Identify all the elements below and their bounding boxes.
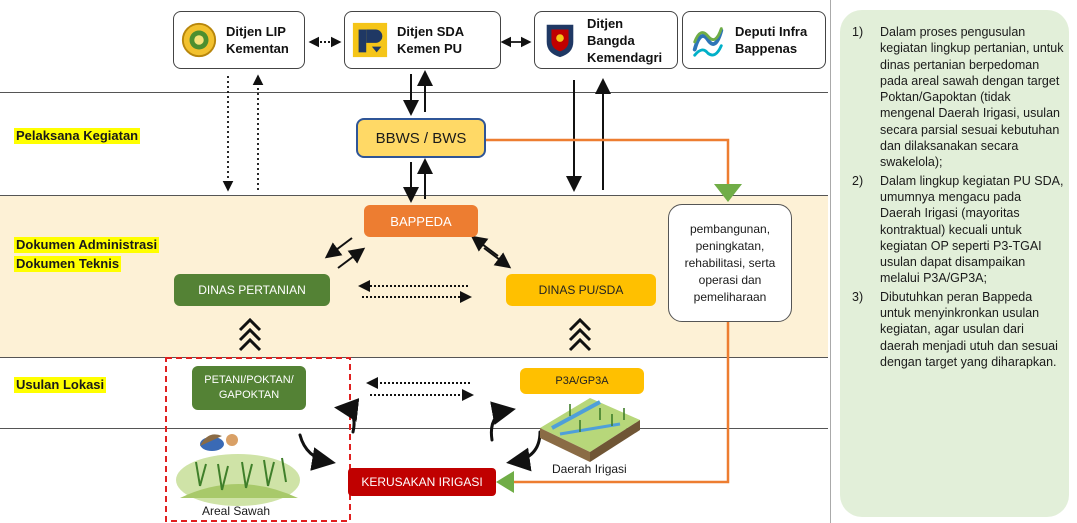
rice-field-illustration: [176, 434, 300, 506]
kementan-logo-icon: [181, 22, 217, 58]
node-p3a-gp3a: P3A/GP3A: [520, 368, 644, 394]
pu-cycle-arrow: [489, 401, 542, 472]
lane-divider: [0, 357, 828, 358]
notes-list: 1) Dalam proses pengusulan kegiatan ling…: [850, 24, 1065, 370]
dinas-exchange-arrow: [358, 280, 472, 303]
node-bappeda: BAPPEDA: [364, 205, 478, 237]
note-item: 3) Dibutuhkan peran Bappeda untuk menyin…: [852, 289, 1058, 369]
pu-chevron-icon: [568, 317, 592, 352]
bappenas-logo-icon: [692, 27, 724, 57]
activity-arrowhead-icon: [714, 184, 742, 202]
node-dinas-pertanian: DINAS PERTANIAN: [174, 274, 330, 306]
notes-panel: [840, 10, 1069, 517]
panel-divider: [830, 0, 831, 523]
bappeda-pertanian-arrow: [324, 237, 366, 269]
pertanian-cycle-arrow: [298, 398, 360, 471]
bappeda-pu-arrow: [470, 235, 512, 269]
activity-box: pembangunan, peningkatan, rehabilitasi, …: [668, 204, 792, 322]
bbws-bappeda-arrow: [403, 158, 433, 203]
areal-sawah-caption: Areal Sawah: [202, 504, 271, 518]
sda-bbws-arrow: [403, 70, 433, 116]
kerusakan-arrowhead-icon: [496, 471, 514, 493]
lane-label-usulan-lokasi: Usulan Lokasi: [14, 377, 107, 393]
kemendagri-logo-icon: [546, 24, 574, 58]
activity-kerusakan-connector: [512, 322, 730, 484]
lane-label-pelaksana: Pelaksana Kegiatan: [14, 128, 141, 144]
bangda-dinas-link-arrow: [566, 78, 611, 192]
kemen-pu-logo-icon: [352, 22, 388, 58]
note-item: 2) Dalam lingkup kegiatan PU SDA, umumny…: [852, 173, 1064, 286]
note-item: 1) Dalam proses pengusulan kegiatan ling…: [852, 25, 1064, 170]
lane-divider: [0, 92, 828, 93]
kementan-dinas-link-arrow: [222, 74, 264, 192]
lane-label-dokumen-administrasi: Dokumen Administrasi: [14, 237, 160, 253]
node-dinas-pu-sda: DINAS PU/SDA: [506, 274, 656, 306]
petani-area-boundary: [165, 357, 351, 522]
irrigation-area-illustration: [540, 398, 640, 462]
connector-layer: [165, 36, 742, 522]
petani-p3a-exchange-arrow: [366, 377, 474, 401]
lane-divider: [0, 428, 828, 429]
pertanian-chevron-icon: [238, 317, 262, 352]
lane-label-dokumen-teknis: Dokumen Teknis: [14, 256, 122, 272]
daerah-irigasi-caption: Daerah Irigasi: [552, 462, 627, 476]
node-bbws: BBWS / BWS: [356, 118, 486, 158]
node-petani-poktan: PETANI/POKTAN/ GAPOKTAN: [192, 366, 306, 410]
node-kerusakan-irigasi: KERUSAKAN IRIGASI: [348, 468, 496, 496]
bbws-activity-connector: [486, 138, 730, 186]
